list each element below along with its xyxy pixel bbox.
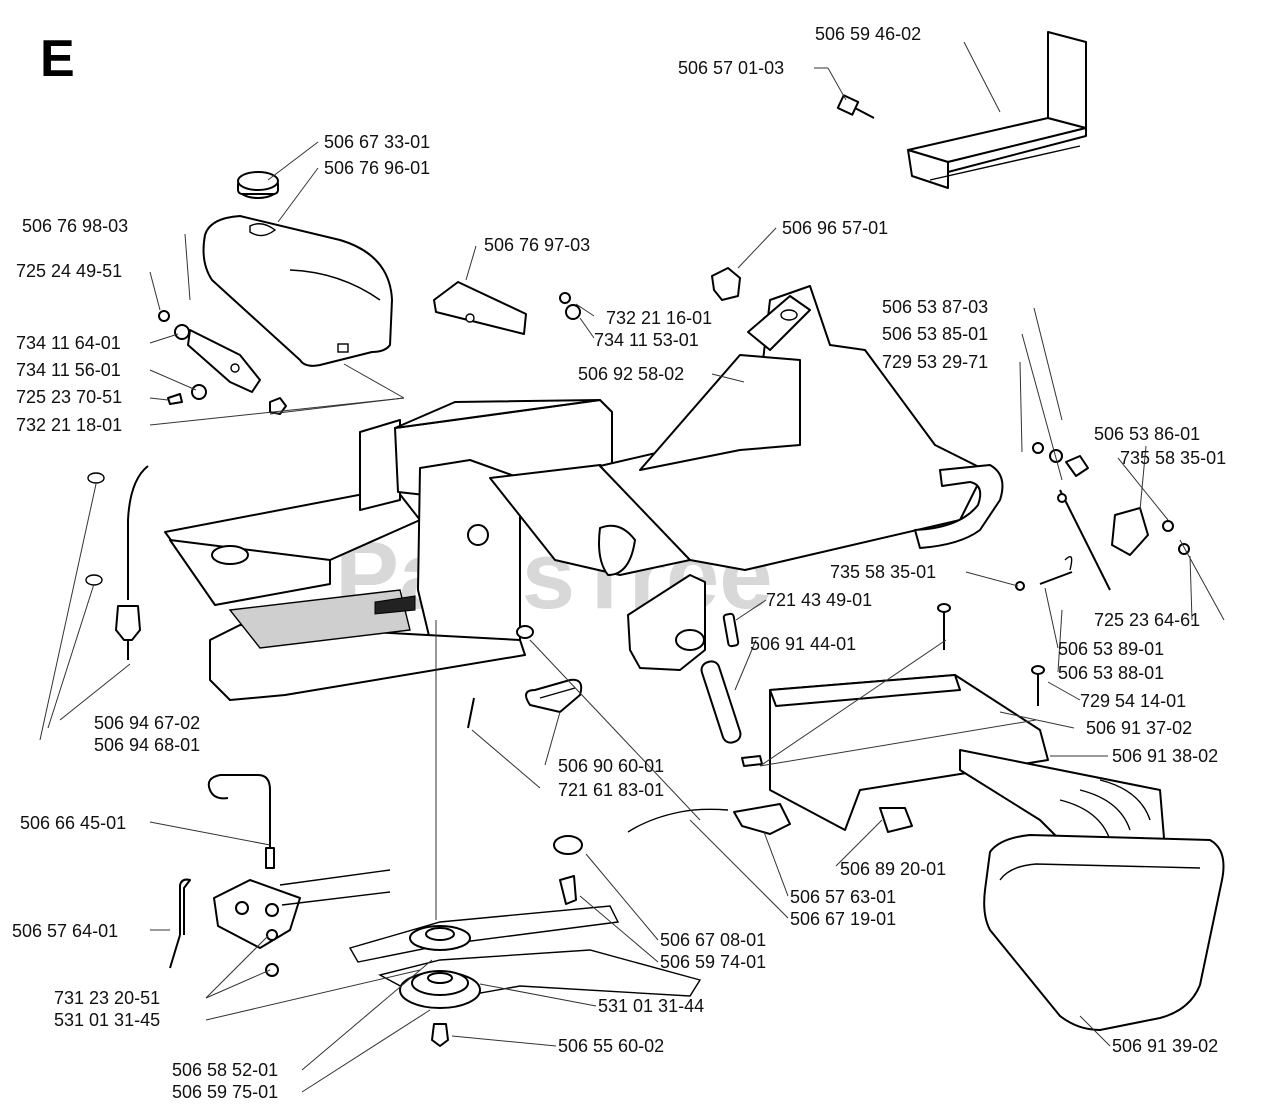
tank-bracket-drawing xyxy=(187,281,527,393)
part-label: 721 61 83-01 xyxy=(558,780,664,800)
part-label: 735 58 35-01 xyxy=(830,562,936,582)
hardware-left-drawing xyxy=(158,292,581,415)
section-letter: E xyxy=(40,30,75,88)
part-label: 731 23 20-51 xyxy=(54,988,160,1008)
part-label: 531 01 31-45 xyxy=(54,1010,160,1030)
part-label: 506 91 44-01 xyxy=(750,634,856,654)
part-label: 725 23 64-61 xyxy=(1094,610,1200,630)
part-label: 732 21 16-01 xyxy=(606,308,712,328)
fuel-cap-drawing xyxy=(237,171,279,199)
part-label: 506 76 97-03 xyxy=(484,235,590,255)
part-label: 506 53 86-01 xyxy=(1094,424,1200,444)
part-label: 506 57 63-01 xyxy=(790,887,896,907)
part-label: 506 91 38-02 xyxy=(1112,746,1218,766)
part-label: 506 58 52-01 xyxy=(172,1060,278,1080)
part-label: 734 11 53-01 xyxy=(594,330,699,350)
springs-pins-drawing xyxy=(467,612,791,905)
linkage-lower-left-drawing xyxy=(169,774,391,977)
part-label: 506 76 98-03 xyxy=(22,216,128,236)
part-label: 506 89 20-01 xyxy=(840,859,946,879)
part-label: 506 91 37-02 xyxy=(1086,718,1192,738)
fuel-line-drawing xyxy=(85,465,149,660)
part-label: 725 24 49-51 xyxy=(16,261,122,281)
part-label: 725 23 70-51 xyxy=(16,387,122,407)
main-frame-drawing xyxy=(164,285,1004,701)
part-label: 506 90 60-01 xyxy=(558,756,664,776)
part-label: 729 54 14-01 xyxy=(1080,691,1186,711)
part-label: 506 53 87-03 xyxy=(882,297,988,317)
part-label: 506 67 19-01 xyxy=(790,909,896,929)
rubber-block-drawing xyxy=(711,267,741,301)
part-label: 721 43 49-01 xyxy=(766,590,872,610)
part-label: 506 55 60-02 xyxy=(558,1036,664,1056)
part-label: 506 67 33-01 xyxy=(324,132,430,152)
part-label: 734 11 64-01 xyxy=(16,333,121,353)
part-label: 506 94 68-01 xyxy=(94,735,200,755)
pulleys-belts-drawing xyxy=(348,905,702,1047)
part-label: 531 01 31-44 xyxy=(598,996,704,1016)
fuel-tank-drawing xyxy=(202,215,393,367)
part-label: 506 96 57-01 xyxy=(782,218,888,238)
part-label: 506 92 58-02 xyxy=(578,364,684,384)
part-label: 735 58 35-01 xyxy=(1120,448,1226,468)
part-labels: 506 59 46-02 506 57 01-03 506 67 33-01 5… xyxy=(12,24,1226,1102)
part-label: 506 66 45-01 xyxy=(20,813,126,833)
part-label: 506 91 39-02 xyxy=(1112,1036,1218,1056)
part-label: 506 59 46-02 xyxy=(815,24,921,44)
part-label: 506 57 64-01 xyxy=(12,921,118,941)
part-label: 506 53 85-01 xyxy=(882,324,988,344)
part-label: 729 53 29-71 xyxy=(882,352,988,372)
part-label: 506 53 88-01 xyxy=(1058,663,1164,683)
belt-cover-drawing xyxy=(741,603,1166,861)
part-label: 506 57 01-03 xyxy=(678,58,784,78)
seat-plate-drawing xyxy=(907,31,1087,189)
part-label: 506 67 08-01 xyxy=(660,930,766,950)
part-label: 506 59 75-01 xyxy=(172,1082,278,1102)
bolt-drawing xyxy=(836,94,875,119)
front-shield-drawing xyxy=(983,834,1225,1031)
part-label: 732 21 18-01 xyxy=(16,415,122,435)
control-rod-drawing xyxy=(1015,442,1190,591)
part-label: 506 53 89-01 xyxy=(1058,639,1164,659)
leader-lines xyxy=(39,41,1225,1093)
part-label: 506 94 67-02 xyxy=(94,713,200,733)
part-label: 734 11 56-01 xyxy=(16,360,121,380)
part-label: 506 59 74-01 xyxy=(660,952,766,972)
part-label: 506 76 96-01 xyxy=(324,158,430,178)
